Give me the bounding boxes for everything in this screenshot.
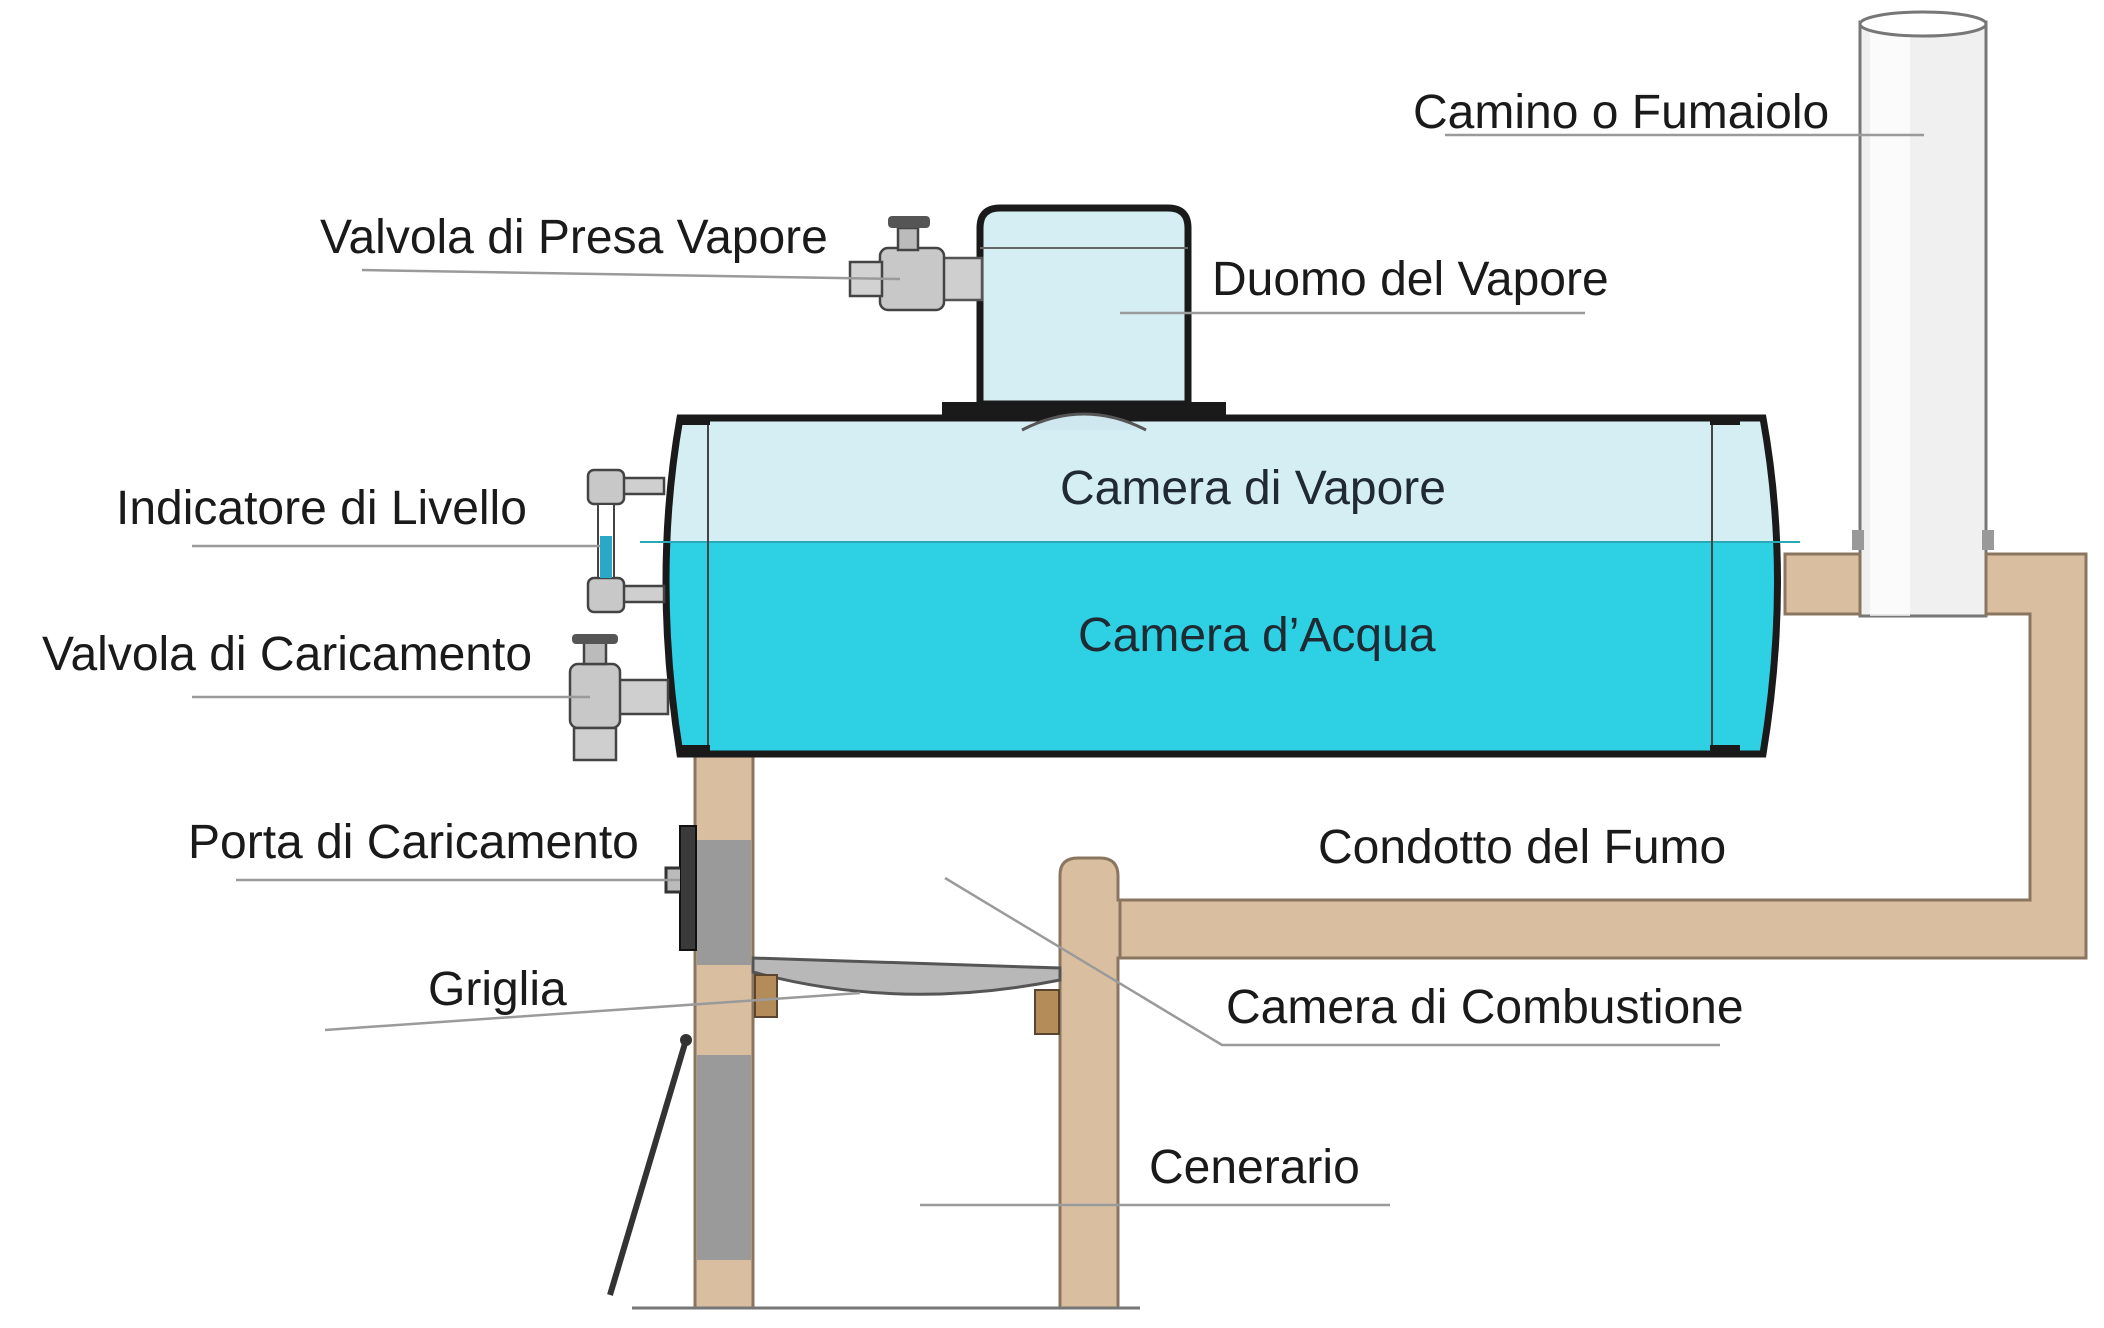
chimney bbox=[1852, 10, 1994, 618]
water-chamber-fill bbox=[666, 542, 1778, 754]
fill-valve bbox=[568, 634, 670, 762]
steam-valve bbox=[848, 216, 984, 312]
ash-pit-poker bbox=[607, 1034, 692, 1296]
loading-door bbox=[664, 825, 697, 951]
smoke-duct bbox=[1058, 552, 2088, 1310]
steam-dome bbox=[942, 204, 1226, 432]
label-combustion-chamber: Camera di Combustione bbox=[1226, 981, 1744, 1034]
label-steam-valve: Valvola di Presa Vapore bbox=[320, 211, 828, 264]
label-smoke-duct: Condotto del Fumo bbox=[1318, 821, 1726, 874]
leader-grate bbox=[324, 991, 861, 1032]
label-level-indicator: Indicatore di Livello bbox=[116, 482, 527, 535]
labels: Camino o Fumaiolo Valvola di Presa Vapor… bbox=[42, 86, 1829, 1194]
label-grate: Griglia bbox=[428, 963, 567, 1016]
leader-steam-valve bbox=[361, 268, 901, 281]
level-indicator bbox=[586, 468, 666, 614]
label-chimney: Camino o Fumaiolo bbox=[1413, 86, 1829, 139]
label-ash-pit: Cenerario bbox=[1149, 1141, 1360, 1194]
label-water-chamber: Camera d’Acqua bbox=[1078, 609, 1436, 662]
steam-chamber-fill bbox=[666, 418, 1778, 542]
leader-combustion-chamber bbox=[944, 876, 1720, 1047]
label-fill-valve: Valvola di Caricamento bbox=[42, 628, 532, 681]
grate bbox=[751, 956, 1062, 1035]
firebox-front-wall bbox=[693, 750, 755, 1310]
boiler-drum bbox=[640, 414, 1800, 758]
label-loading-door: Porta di Caricamento bbox=[188, 816, 639, 869]
label-steam-dome: Duomo del Vapore bbox=[1212, 253, 1609, 306]
leader-lines bbox=[192, 133, 1924, 1207]
label-steam-chamber: Camera di Vapore bbox=[1060, 462, 1446, 515]
